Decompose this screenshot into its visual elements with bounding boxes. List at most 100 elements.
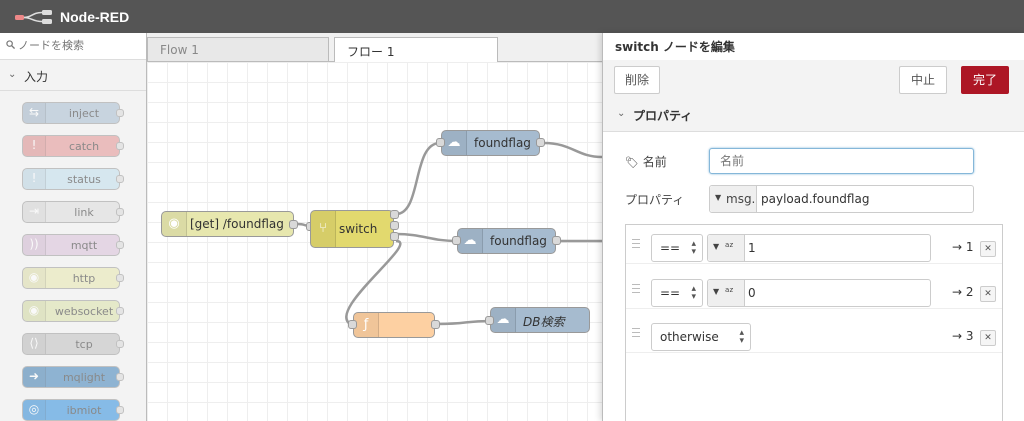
chevron-down-icon: ⌄ — [8, 69, 17, 80]
output-label: → 3 — [952, 329, 974, 343]
switch-icon: ⑂ — [319, 221, 327, 236]
done-button[interactable]: 完了 — [961, 66, 1009, 94]
operator-select[interactable]: == ▴▾ — [651, 279, 703, 307]
output-port[interactable] — [390, 210, 399, 219]
remove-rule-icon[interactable]: ✕ — [980, 286, 996, 302]
property-type-button[interactable]: ▼ msg. — [710, 186, 757, 212]
remove-rule-icon[interactable]: ✕ — [980, 330, 996, 346]
output-port — [116, 241, 124, 249]
output-port — [116, 142, 124, 150]
input-port[interactable] — [348, 320, 357, 329]
output-label: → 1 — [952, 240, 974, 254]
output-port[interactable] — [289, 220, 298, 229]
select-arrows-icon: ▴▾ — [691, 239, 696, 257]
output-port[interactable] — [390, 232, 399, 241]
cancel-button[interactable]: 中止 — [899, 66, 947, 94]
name-input[interactable] — [709, 148, 974, 174]
node-label: DB検索 — [523, 315, 565, 329]
tab-label: フロー 1 — [347, 45, 395, 59]
palette-node-label: ibmiot — [66, 404, 102, 417]
globe-icon: ◉ — [168, 216, 180, 231]
input-port[interactable] — [485, 316, 494, 325]
properties-section-header[interactable]: ⌄ プロパティ — [603, 100, 1024, 132]
input-port[interactable] — [436, 138, 445, 147]
editor-button-bar: 削除 中止 完了 — [603, 60, 1024, 101]
switch-node[interactable]: ⑂ switch — [310, 210, 394, 248]
tag-icon: 🏷 — [625, 156, 639, 169]
palette-node-status[interactable]: !status — [22, 168, 124, 190]
node-label: foundflag — [490, 234, 547, 248]
drag-handle-icon[interactable] — [632, 284, 640, 293]
property-value: payload.foundflag — [761, 192, 870, 206]
value-type-button[interactable]: ▼ a z — [708, 280, 745, 306]
output-port[interactable] — [536, 138, 545, 147]
flow-tabs: Flow 1 フロー 1 — [147, 33, 602, 62]
output-port[interactable] — [431, 320, 440, 329]
rule-value-input[interactable]: ▼ a z 0 — [707, 279, 931, 307]
foundflag-node[interactable]: ☁ foundflag — [441, 130, 540, 156]
output-port — [116, 175, 124, 183]
function-icon: ƒ — [363, 317, 369, 332]
palette-node-tcp[interactable]: ⟨⟩tcp — [22, 333, 124, 355]
name-label: 🏷 名前 — [625, 153, 667, 170]
palette-node-label: inject — [68, 107, 100, 120]
delete-button[interactable]: 削除 — [614, 66, 660, 94]
palette-category-label: 入力 — [24, 70, 49, 84]
property-label: プロパティ — [625, 193, 685, 207]
operator-select[interactable]: == ▴▾ — [651, 234, 703, 262]
property-prefix: msg. — [726, 192, 756, 206]
globe-icon: ◉ — [28, 303, 40, 317]
drag-handle-icon[interactable] — [632, 239, 640, 248]
value-type-button[interactable]: ▼ a z — [708, 235, 745, 261]
palette-node-inject[interactable]: ⇆inject — [22, 102, 124, 124]
palette-node-mqlight[interactable]: ➜mqlight — [22, 366, 124, 388]
remove-rule-icon[interactable]: ✕ — [980, 241, 996, 257]
palette-search-input[interactable] — [18, 37, 138, 53]
palette-node-websocket[interactable]: ◉ websocket — [22, 300, 124, 322]
palette-node-link[interactable]: ⇥link — [22, 201, 124, 223]
app-header: Node-RED — [0, 0, 1024, 33]
app-title: Node-RED — [60, 9, 130, 25]
node-palette: ⌄ 入力 ⇆inject!catch!status⇥link))mqtt◉htt… — [0, 33, 147, 421]
input-port[interactable] — [452, 236, 461, 245]
editor-title: switch ノードを編集 — [615, 40, 735, 54]
foundflag-node[interactable]: ☁ foundflag — [457, 228, 556, 254]
rule-value-input[interactable]: ▼ a z 1 — [707, 234, 931, 262]
database-icon: ☁ — [496, 312, 510, 327]
string-type-icon: a z — [725, 286, 733, 294]
function-node[interactable]: ƒ — [353, 312, 435, 338]
caret-down-icon: ▼ — [713, 242, 720, 251]
node-red-logo-icon — [15, 10, 52, 24]
drag-handle-icon[interactable] — [632, 328, 640, 337]
node-label: foundflag — [474, 136, 531, 150]
output-label: → 2 — [952, 285, 974, 299]
node-editor-tray: switch ノードを編集 削除 中止 完了 ⌄ プロパティ 🏷 名前 プロパテ… — [602, 33, 1024, 421]
node-label: [get] /foundflag — [190, 217, 284, 231]
palette-node-http[interactable]: ◉http — [22, 267, 124, 289]
palette-category-input[interactable]: ⌄ 入力 — [0, 60, 146, 91]
rule-value: 1 — [748, 241, 756, 255]
select-arrows-icon: ▴▾ — [739, 328, 744, 346]
property-typed-input[interactable]: ▼ msg. payload.foundflag — [709, 185, 974, 213]
flow-canvas[interactable]: ◉ [get] /foundflag ⑂ switch ☁ foundflag … — [147, 62, 602, 421]
palette-node-mqtt[interactable]: ))mqtt — [22, 234, 124, 256]
wire — [437, 319, 491, 326]
output-port — [116, 208, 124, 216]
output-port[interactable] — [390, 221, 399, 230]
palette-node-catch[interactable]: !catch — [22, 135, 124, 157]
palette-node-ibmiot[interactable]: ◎ibmiot — [22, 399, 124, 421]
output-port — [116, 307, 124, 315]
palette-node-label: http — [72, 272, 96, 285]
rule-row: == ▴▾ ▼ a z 1 → 1 ✕ — [626, 225, 1002, 264]
tab-flow-1[interactable]: Flow 1 — [147, 37, 329, 61]
palette-node-label: websocket — [54, 305, 114, 318]
bridge-icon: )) — [29, 237, 39, 251]
tab-flow-jp-1[interactable]: フロー 1 — [334, 37, 498, 62]
output-port[interactable] — [552, 236, 561, 245]
db-search-node[interactable]: ☁ DB検索 — [490, 307, 590, 333]
operator-select[interactable]: otherwise ▴▾ — [651, 323, 751, 351]
http-in-node[interactable]: ◉ [get] /foundflag — [161, 211, 294, 237]
node-label: switch — [339, 222, 378, 236]
link-icon: ⇥ — [28, 204, 40, 218]
palette-node-label: mqlight — [62, 371, 106, 384]
